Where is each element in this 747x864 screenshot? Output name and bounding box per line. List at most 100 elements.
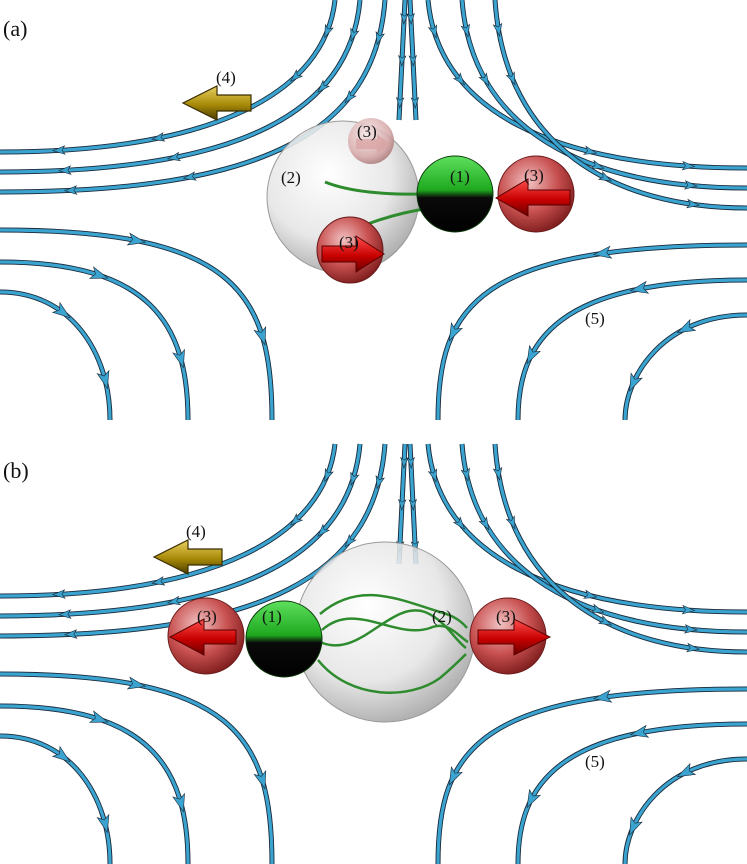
flow-label: (5) <box>585 309 605 328</box>
streamline <box>459 0 747 191</box>
flow-arrowhead <box>317 523 331 537</box>
flow-arrowhead <box>583 145 598 155</box>
streamline <box>426 443 747 614</box>
motion-label: (4) <box>186 522 206 541</box>
motion-arrow <box>181 85 252 121</box>
flow-arrowhead <box>398 54 407 67</box>
flow-arrowhead <box>400 456 409 469</box>
flow-arrowhead <box>452 72 466 86</box>
flow-arrowhead <box>51 745 71 763</box>
flow-arrowhead <box>448 322 464 342</box>
flow-arrowhead <box>460 23 470 38</box>
bead-top-label: (3) <box>357 122 377 141</box>
colloid <box>245 600 323 678</box>
flow-arrowhead <box>88 266 109 279</box>
streamline <box>0 443 387 638</box>
flow-arrowhead <box>96 369 110 390</box>
flow-arrowhead <box>289 513 304 526</box>
streamline <box>0 0 338 155</box>
bead-bottom-label: (3) <box>339 233 359 252</box>
streamline <box>0 704 190 864</box>
flow-arrowhead <box>289 69 304 82</box>
panel-b: (4) (2) (1) (3) (3) (5) (b) <box>0 443 747 864</box>
colloid-label: (1) <box>262 607 282 626</box>
bead-right-arrow <box>477 618 552 656</box>
flow-arrowhead <box>63 629 78 639</box>
flow-arrowhead <box>460 467 470 482</box>
bead-right-arrow <box>495 178 571 217</box>
streamlines-b <box>0 443 747 864</box>
motion-label: (4) <box>216 68 236 87</box>
streamline <box>0 228 274 421</box>
flow-arrowhead <box>126 676 147 690</box>
streamline <box>623 313 747 421</box>
flow-arrowhead <box>395 96 405 109</box>
flow-arrowhead <box>88 710 109 723</box>
colloid <box>416 155 494 233</box>
flow-arrowhead <box>63 185 78 195</box>
flow-arrowhead <box>448 766 464 786</box>
polymer-chain <box>319 593 468 629</box>
streamline <box>435 686 747 864</box>
flow-arrowhead <box>324 23 334 39</box>
streamline <box>0 259 191 421</box>
flow-arrowhead <box>344 533 357 548</box>
streamline <box>0 0 337 154</box>
flow-arrowhead <box>253 325 267 346</box>
flow-arrowhead <box>478 72 490 87</box>
flow-arrowhead <box>478 516 490 531</box>
streamline <box>436 243 747 421</box>
streamline <box>516 722 747 864</box>
flow-arrowhead <box>126 232 147 246</box>
polymer-sphere <box>294 541 476 723</box>
streamline <box>435 242 747 421</box>
flow-arrowhead <box>505 515 516 530</box>
panel-label: (b) <box>3 458 29 483</box>
streamline <box>460 443 747 634</box>
flow-arrowhead <box>52 145 66 155</box>
streamline <box>436 687 747 864</box>
streamline <box>0 0 362 174</box>
flow-arrowhead <box>597 615 613 626</box>
flow-arrowhead <box>681 604 696 615</box>
flow-arrowhead <box>344 89 357 104</box>
streamline <box>0 672 274 864</box>
flow-arrowhead <box>350 27 360 42</box>
flow-arrowhead <box>629 816 643 836</box>
flow-arrowhead <box>681 160 696 171</box>
flow-arrowhead <box>676 762 697 778</box>
flow-arrowhead <box>151 576 166 586</box>
flow-arrowhead <box>96 813 110 834</box>
panel-a: (4) (2) (3) (3) (1) (3) (5) (a) <box>0 0 747 421</box>
flow-arrowhead <box>629 280 650 294</box>
flow-arrowhead <box>583 589 598 599</box>
bead-bottom-arrow <box>321 235 385 273</box>
colloid-label: (1) <box>450 167 470 186</box>
streamline <box>515 277 747 421</box>
polymer-chain <box>317 653 467 694</box>
flow-arrowhead <box>52 589 66 599</box>
flow-arrowhead <box>400 12 409 25</box>
bead-left-arrow <box>168 618 237 656</box>
flow-arrowhead <box>51 301 71 319</box>
flow-arrowhead <box>526 344 542 365</box>
flow-arrowhead <box>317 79 331 93</box>
flow-arrowhead <box>172 348 185 369</box>
streamline <box>623 757 747 864</box>
bead-right-label: (3) <box>496 607 516 626</box>
flow-arrowhead <box>597 171 613 182</box>
flow-arrowhead <box>676 318 697 334</box>
flow-arrowhead <box>166 595 182 606</box>
flow-arrowhead <box>685 642 701 653</box>
flow-arrowhead <box>590 159 605 169</box>
flow-arrowhead <box>592 689 613 703</box>
flow-arrowhead <box>629 724 650 738</box>
flow-label: (5) <box>585 752 605 771</box>
streamline <box>0 734 112 864</box>
streamline <box>0 703 191 864</box>
streamline <box>425 0 747 171</box>
flow-arrowhead <box>350 471 360 486</box>
flow-arrowhead <box>492 22 503 37</box>
polymer-chain <box>319 609 467 650</box>
streamline <box>516 278 747 421</box>
